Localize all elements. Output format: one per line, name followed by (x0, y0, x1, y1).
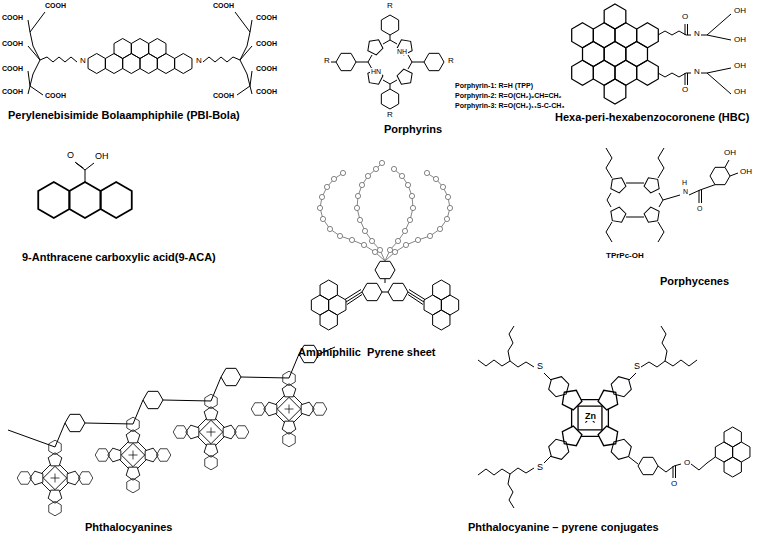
pc-pyrene-structure (478, 326, 750, 508)
atom-label: COOH (256, 40, 277, 47)
atom-label: COOH (213, 92, 234, 99)
structure-caption: Amphiphilic Pyrene sheet (298, 347, 436, 358)
atom-label: OH (734, 7, 746, 15)
atom-label: NH (396, 48, 408, 55)
atom-label: N (693, 30, 701, 38)
atom-label: COOH (2, 65, 23, 72)
atom-label: COOH (2, 88, 23, 95)
structure-caption: Hexa-peri-hexabenzocoronene (HBC) (555, 112, 749, 123)
atom-label: S (536, 463, 544, 472)
atom-label: OH (95, 152, 109, 161)
atom-label: COOH (256, 65, 277, 72)
structure-caption: Phthalocyanines (85, 522, 172, 533)
atom-label: COOH (256, 14, 277, 21)
substituent-note: Porphyrin-1: R=H (TPP) (455, 82, 533, 89)
structure-caption: Porphyrins (384, 124, 442, 135)
porphycene-structure (606, 148, 738, 242)
atom-label: N (195, 57, 203, 65)
atom-label: OH (734, 88, 746, 96)
atom-label: O (683, 459, 691, 467)
atom-label: N (79, 57, 87, 65)
structure-caption: Phthalocyanine – pyrene conjugates (468, 522, 659, 533)
atom-label: COOH (45, 2, 66, 9)
anthracene-structure (38, 162, 132, 218)
structure-caption: 9-Anthracene carboxylic acid(9-ACA) (22, 252, 216, 263)
atom-label: R (387, 2, 393, 10)
hbc-structure (572, 4, 731, 104)
atom-label: O (67, 151, 74, 160)
atom-label: O (697, 205, 702, 212)
structure-caption: Porphycenes (660, 276, 729, 287)
atom-label: Zn (584, 412, 597, 421)
atom-label: O (682, 86, 688, 94)
porphyrin-structure (331, 15, 444, 109)
atom-label: N (693, 68, 701, 76)
phthalocyanine-polymer (8, 345, 335, 515)
atom-label: COOH (45, 92, 66, 99)
pyrene-sheet-structure (311, 163, 458, 330)
substituent-note: Porphyrin-3: R=O(CH₂)₁₁S-C-CH₃ (455, 102, 565, 109)
atom-label: OH (734, 62, 746, 70)
atom-label: N (682, 188, 689, 195)
atom-label: OH (740, 168, 752, 176)
atom-label: HN (370, 68, 382, 75)
pbi-structure (28, 12, 252, 95)
atom-label: S (536, 362, 544, 371)
atom-label: COOH (213, 2, 234, 9)
atom-label: OH (724, 149, 736, 157)
compound-name: TPrPc-OH (606, 252, 644, 260)
atom-label: COOH (256, 88, 277, 95)
atom-label: OH (734, 36, 746, 44)
structure-caption: Perylenebisimide Bolaamphiphile (PBI-Bol… (8, 110, 240, 121)
atom-label: R (448, 57, 454, 65)
substituent-note: Porphyrin-2: R=O(CH₂)₉CH=CH₂ (455, 92, 562, 99)
atom-label: O (682, 13, 688, 21)
atom-label: S (633, 362, 641, 371)
atom-label: O (671, 480, 677, 488)
atom-label: COOH (2, 40, 23, 47)
atom-label: COOH (2, 14, 23, 21)
atom-label: R (324, 57, 330, 65)
atom-label: R (387, 111, 393, 119)
atom-label: H (682, 179, 687, 186)
